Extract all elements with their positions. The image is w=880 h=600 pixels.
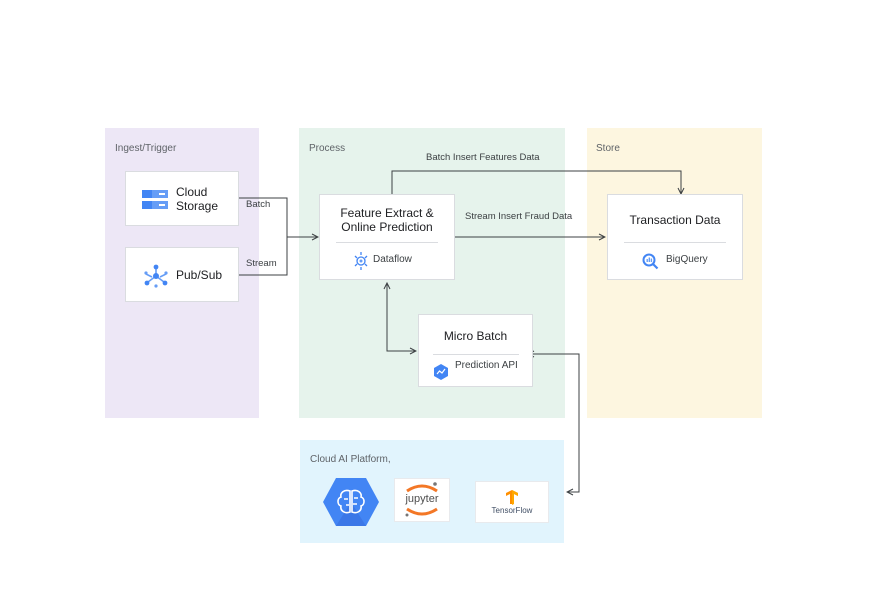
dataflow-icon xyxy=(353,251,369,276)
batch-insert-edge-label: Batch Insert Features Data xyxy=(426,152,540,163)
feature-microbatch-connector xyxy=(387,283,416,351)
feature-extract-title-line1: Feature Extract & xyxy=(340,206,434,220)
pubsub-title: Pub/Sub xyxy=(176,268,223,282)
tensorflow-icon xyxy=(505,490,519,510)
micro-batch-node[interactable]: Micro Batch Prediction API xyxy=(418,314,533,387)
ingest-trigger-label: Ingest/Trigger xyxy=(115,143,177,154)
prediction-api-label: Prediction API xyxy=(455,360,518,371)
cloud-ai-platform-label: Cloud AI Platform, xyxy=(310,454,391,465)
batch-insert-connector xyxy=(391,170,681,194)
feature-extract-title-line2: Online Prediction xyxy=(341,220,433,234)
dataflow-label: Dataflow xyxy=(373,254,412,265)
ai-platform-brain-icon xyxy=(322,477,380,532)
pubsub-node[interactable]: Pub/Sub xyxy=(125,247,239,302)
jupyter-logo: jupyter xyxy=(394,478,450,522)
feature-extract-node[interactable]: Feature Extract & Online Prediction Data… xyxy=(319,194,455,280)
tensorflow-logo: TensorFlow xyxy=(475,481,549,523)
storage-icon xyxy=(141,188,169,217)
stream-edge-label: Stream xyxy=(246,258,277,269)
cloud-storage-title-line1: Cloud xyxy=(176,185,208,199)
feature-extract-divider xyxy=(336,242,438,243)
stream-insert-edge-label: Stream Insert Fraud Data xyxy=(465,211,573,222)
microbatch-ai-connector xyxy=(528,354,580,492)
bigquery-icon xyxy=(641,252,659,275)
tensorflow-wordmark: TensorFlow xyxy=(491,506,533,515)
transaction-data-title: Transaction Data xyxy=(629,213,721,227)
micro-batch-title: Micro Batch xyxy=(443,329,508,343)
batch-connector xyxy=(239,197,318,237)
jupyter-wordmark: jupyter xyxy=(405,493,439,505)
stream-connector xyxy=(239,237,288,276)
transaction-data-node[interactable]: Transaction Data BigQuery xyxy=(607,194,743,280)
store-label: Store xyxy=(596,143,620,154)
bigquery-label: BigQuery xyxy=(666,254,708,265)
pubsub-icon xyxy=(143,263,169,294)
cloud-storage-node[interactable]: Cloud Storage xyxy=(125,171,239,226)
prediction-api-icon xyxy=(432,363,450,386)
process-label: Process xyxy=(309,143,346,154)
micro-batch-divider xyxy=(433,354,519,355)
transaction-data-divider xyxy=(624,242,726,243)
batch-edge-label: Batch xyxy=(246,199,271,210)
cloud-storage-title-line2: Storage xyxy=(176,199,219,213)
